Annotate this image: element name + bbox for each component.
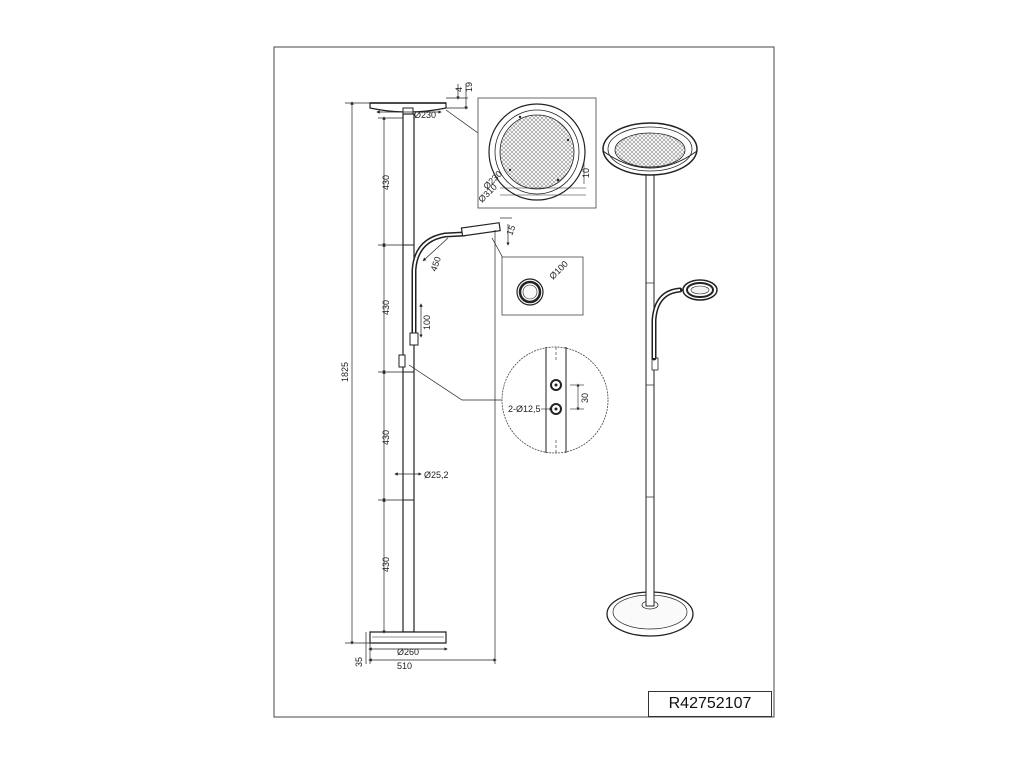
dim-top-4: 4 xyxy=(454,87,464,92)
detail-top-thickness: 10 xyxy=(581,168,591,178)
dim-head-15: 15 xyxy=(504,224,517,237)
detail-switch-spacing: 30 xyxy=(580,393,590,403)
dim-base-dia: Ø260 xyxy=(397,647,419,657)
reading-head xyxy=(460,222,501,237)
dim-arm-100: 100 xyxy=(422,315,432,330)
dim-seg-4: 430 xyxy=(381,557,391,572)
dim-base-height: 35 xyxy=(354,657,364,667)
dim-arm-450: 450 xyxy=(428,255,443,273)
pole xyxy=(402,113,415,633)
detail-switch: 2-Ø12,5 30 xyxy=(501,346,609,454)
dim-seg-2: 430 xyxy=(381,300,391,315)
detail-reading-light: Ø100 xyxy=(501,256,584,316)
dim-seg-1: 430 xyxy=(381,175,391,190)
dim-top-19: 19 xyxy=(464,82,474,92)
detail-top-dish: Ø230 Ø310 10 xyxy=(476,97,597,209)
sheet-frame xyxy=(273,46,775,718)
perspective-lamp xyxy=(602,122,718,637)
product-code: R42752107 xyxy=(648,691,772,717)
dim-width: 510 xyxy=(397,661,412,671)
dim-seg-3: 430 xyxy=(381,430,391,445)
dim-top-dia: Ø230 xyxy=(414,110,436,120)
base xyxy=(369,631,447,644)
detail-switch-holes: 2-Ø12,5 xyxy=(508,404,541,414)
dimension-texts: 4 19 Ø230 430 430 430 430 1825 35 Ø260 5… xyxy=(340,82,517,671)
dimension-lines xyxy=(345,84,512,664)
dim-total-height: 1825 xyxy=(340,362,350,382)
switch-housing xyxy=(398,354,406,368)
dim-tube-dia: Ø25,2 xyxy=(424,470,449,480)
